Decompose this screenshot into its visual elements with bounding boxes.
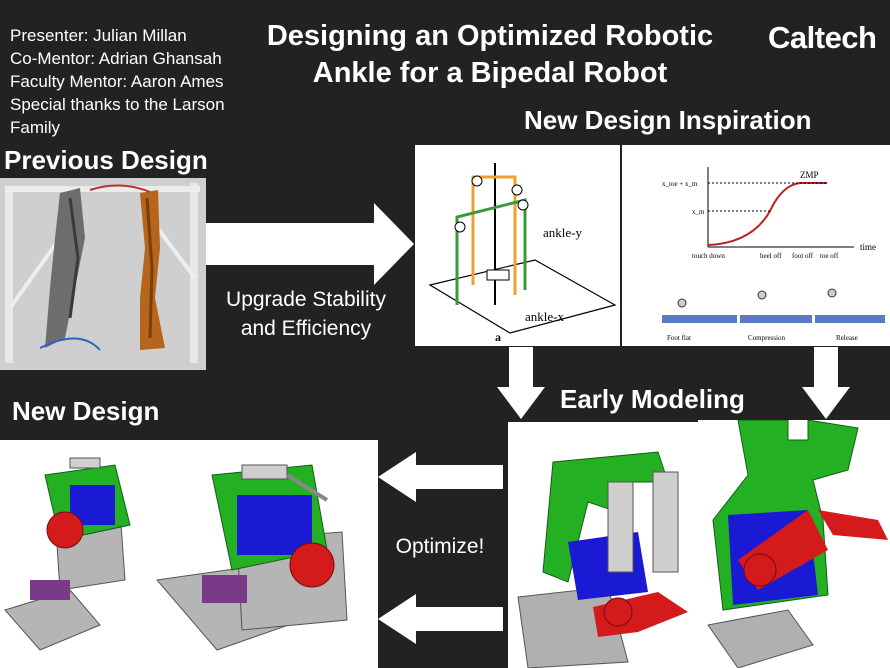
time-label: time — [860, 242, 876, 252]
ankle-y-label: ankle-y — [543, 225, 582, 240]
zmp-label: ZMP — [800, 170, 819, 180]
release-label: Release — [836, 334, 858, 342]
inspiration-figure-left: ankle-y ankle-x a — [415, 145, 620, 346]
inspiration-figure-right: ZMP time x_toe + x_m x_m touch down heel… — [622, 145, 890, 346]
toe-off-label: toe off — [820, 252, 839, 260]
x-toe-label: x_toe + x_m — [662, 180, 698, 188]
down-arrow-left-icon — [497, 347, 545, 419]
ankle-mechanism-diagram: ankle-y ankle-x a — [428, 163, 617, 344]
left-arrow-bottom-icon — [378, 594, 503, 644]
previous-design-photo — [0, 178, 206, 370]
figure-a-label: a — [495, 330, 501, 344]
heel-off-label: heel off — [760, 252, 782, 260]
title-line2: Ankle for a Bipedal Robot — [312, 57, 668, 89]
upgrade-arrow-icon — [206, 203, 414, 285]
new-design-inspiration-heading: New Design Inspiration — [524, 105, 812, 135]
new-design-render-2 — [142, 440, 378, 668]
page-title: Designing an Optimized Robotic Ankle for… — [240, 18, 740, 92]
new-design-render-1 — [0, 440, 142, 668]
left-arrow-top-icon — [378, 452, 503, 502]
previous-design-heading: Previous Design — [4, 145, 208, 175]
co-mentor-text: Co-Mentor: Adrian Ghansah — [10, 49, 222, 68]
caltech-logo: Caltech — [768, 20, 877, 55]
presenter-text: Presenter: Julian Millan — [10, 26, 187, 45]
robot-photo-illustration — [0, 178, 206, 370]
foot-flat-label: Foot flat — [667, 334, 691, 342]
down-arrow-right-icon — [802, 347, 850, 419]
touch-down-label: touch down — [692, 252, 725, 260]
cad-render-2 — [707, 420, 888, 668]
thanks-text-line1: Special thanks to the Larson — [10, 95, 225, 114]
ankle-x-label: ankle-x — [525, 309, 564, 324]
cad-render-3 — [4, 457, 131, 651]
new-design-heading: New Design — [12, 396, 160, 426]
upgrade-label-line2: and Efficiency — [240, 317, 372, 340]
upgrade-label: Upgrade Stability and Efficiency — [206, 285, 406, 343]
zmp-gait-chart: ZMP time x_toe + x_m x_m touch down heel… — [662, 167, 885, 342]
cad-render-1 — [517, 451, 688, 668]
faculty-mentor-text: Faculty Mentor: Aaron Ames — [10, 72, 224, 91]
thanks-text-line2: Family — [10, 118, 61, 137]
early-modeling-heading: Early Modeling — [560, 384, 745, 414]
early-model-render-1 — [508, 422, 698, 668]
cad-render-4 — [156, 464, 348, 651]
foot-off-label: foot off — [792, 252, 814, 260]
compression-label: Compression — [748, 334, 785, 342]
upgrade-label-line1: Upgrade Stability — [226, 288, 386, 311]
optimize-label: Optimize! — [395, 535, 485, 558]
title-line1: Designing an Optimized Robotic — [266, 20, 714, 52]
early-model-render-2 — [698, 420, 890, 668]
credits-block: Presenter: Julian Millan Co-Mentor: Adri… — [10, 24, 260, 139]
x-m-label: x_m — [692, 208, 705, 216]
